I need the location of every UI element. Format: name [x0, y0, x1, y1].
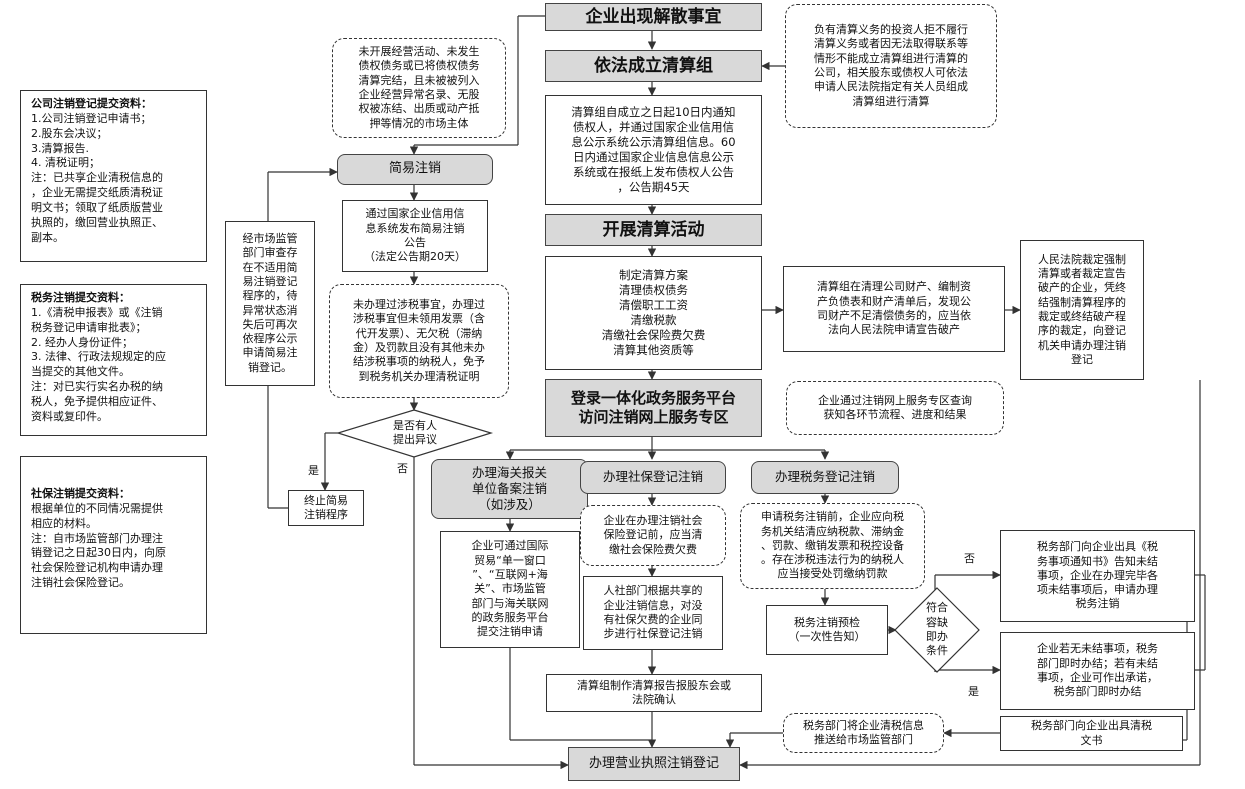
company-materials-title: 公司注销登记提交资料：: [31, 97, 152, 110]
objection-no-label: 否: [397, 462, 408, 475]
quick-process-diamond: [894, 587, 980, 673]
tax-settle-note: 申请税务注销前，企业应向税 务机关结清应纳税款、滞纳金 、罚款、缴销发票和税控设…: [740, 503, 925, 589]
tax-materials-panel: 税务注销提交资料： 1.《清税申报表》或《注销 税务登记申请审批表》； 2. 经…: [20, 284, 207, 436]
investor-refuse-note: 负有清算义务的投资人拒不履行 清算义务或者因无法取得联系等 情形不能成立清算组进…: [785, 4, 997, 128]
customs-desc-box: 企业可通过国际 贸易“单一窗口 ”、“互联网+海 关”、市场监管 部门与海关联网…: [440, 531, 580, 648]
group-notice-box: 清算组自成立之日起10日内通知 债权人，并通过国家企业信用信 息公示系统公示清算…: [545, 95, 762, 205]
tax-certificate-box: 税务部门向企业出具清税 文书: [1000, 716, 1183, 751]
social-sync-box: 人社部门根据共享的 企业注销信息，对没 有社保欠费的企业同 步进行社保登记注销: [583, 576, 723, 650]
tax-exempt-note: 未办理过涉税事宜，办理过 涉税事宜但未领用发票（含 代开发票）、无欠税（滞纳 金…: [329, 284, 509, 398]
court-ruling-box: 人民法院裁定强制 清算或者裁定宣告 破产的企业，凭终 结强制清算程序的 裁定或终…: [1020, 240, 1144, 380]
bankruptcy-apply-box: 清算组在清理公司财产、编制资 产负债表和财产清单后，发现公 司财产不足清偿债务的…: [783, 266, 1005, 352]
customs-deregistration-box: 办理海关报关 单位备案注销 （如涉及）: [431, 459, 588, 519]
tax-materials-title: 税务注销提交资料：: [31, 291, 130, 304]
social-materials-body: 根据单位的不同情况需提供 相应的材料。 注：自市场监管部门办理注 销登记之日起3…: [31, 501, 166, 590]
social-materials-panel: 社保注销提交资料： 根据单位的不同情况需提供 相应的材料。 注：自市场监管部门办…: [20, 456, 207, 634]
social-materials-title: 社保注销提交资料：: [31, 487, 130, 500]
platform-box: 登录一体化政务服务平台 访问注销网上服务专区: [545, 379, 762, 437]
liquidation-box: 开展清算活动: [545, 214, 762, 246]
objection-diamond: [335, 409, 494, 458]
simple-conditions-note: 未开展经营活动、未发生 债权债务或已将债权债务 清算完结，且未被被列入 企业经营…: [332, 38, 506, 138]
company-materials-panel: 公司注销登记提交资料： 1.公司注销登记申请书； 2.股东会决议； 3.清算报告…: [20, 90, 207, 262]
quick-process-condition: 符合 容缺 即办 条件: [926, 601, 948, 658]
report-box: 清算组制作清算报告报股东会或 法院确认: [546, 674, 762, 712]
tax-materials-body: 1.《清税申报表》或《注销 税务登记申请审批表》； 2. 经办人身份证件； 3.…: [31, 305, 166, 423]
objection-question: 是否有人 提出异议: [393, 418, 437, 446]
liquidation-tasks-box: 制定清算方案 清理债权债务 清偿职工工资 清缴税款 清缴社会保险费欠费 清算其他…: [545, 256, 762, 370]
tax-push-note: 税务部门将企业清税信息 推送给市场监管部门: [783, 713, 944, 753]
tax-yes-label: 是: [968, 685, 979, 698]
recheck-note-box: 经市场监管 部门审查存 在不适用简 易注销登记 程序的，待 异常状态消 失后可再…: [225, 221, 315, 386]
social-arrears-note: 企业在办理注销社会 保险登记前，应当清 缴社会保险费欠费: [580, 505, 726, 566]
simple-deregistration-box: 简易注销: [337, 154, 493, 185]
social-deregistration-box: 办理社保登记注销: [580, 461, 726, 494]
tax-precheck-box: 税务注销预检 （一次性告知）: [766, 605, 888, 655]
tax-no-label: 否: [964, 552, 975, 565]
objection-yes-label: 是: [308, 464, 319, 477]
terminate-simple-box: 终止简易 注销程序: [288, 490, 364, 526]
setup-group-box: 依法成立清算组: [545, 50, 762, 82]
tax-notice-box: 税务部门向企业出具《税 务事项通知书》告知未结 事项，企业在办理完毕各 项未结事…: [1000, 530, 1195, 622]
final-registration-box: 办理营业执照注销登记: [568, 747, 740, 781]
tax-deregistration-box: 办理税务登记注销: [751, 461, 899, 494]
tax-immediate-box: 企业若无未结事项，税务 部门即时办结；若有未结 事项，企业可作出承诺， 税务部门…: [1000, 632, 1195, 710]
simple-announce-box: 通过国家企业信用信 息系统发布简易注销 公告 （法定公告期20天）: [342, 200, 488, 272]
query-progress-note: 企业通过注销网上服务专区查询 获知各环节流程、进度和结果: [786, 381, 1004, 435]
start-box: 企业出现解散事宜: [545, 3, 762, 31]
company-materials-body: 1.公司注销登记申请书； 2.股东会决议； 3.清算报告. 4. 清税证明； 注…: [31, 111, 163, 244]
